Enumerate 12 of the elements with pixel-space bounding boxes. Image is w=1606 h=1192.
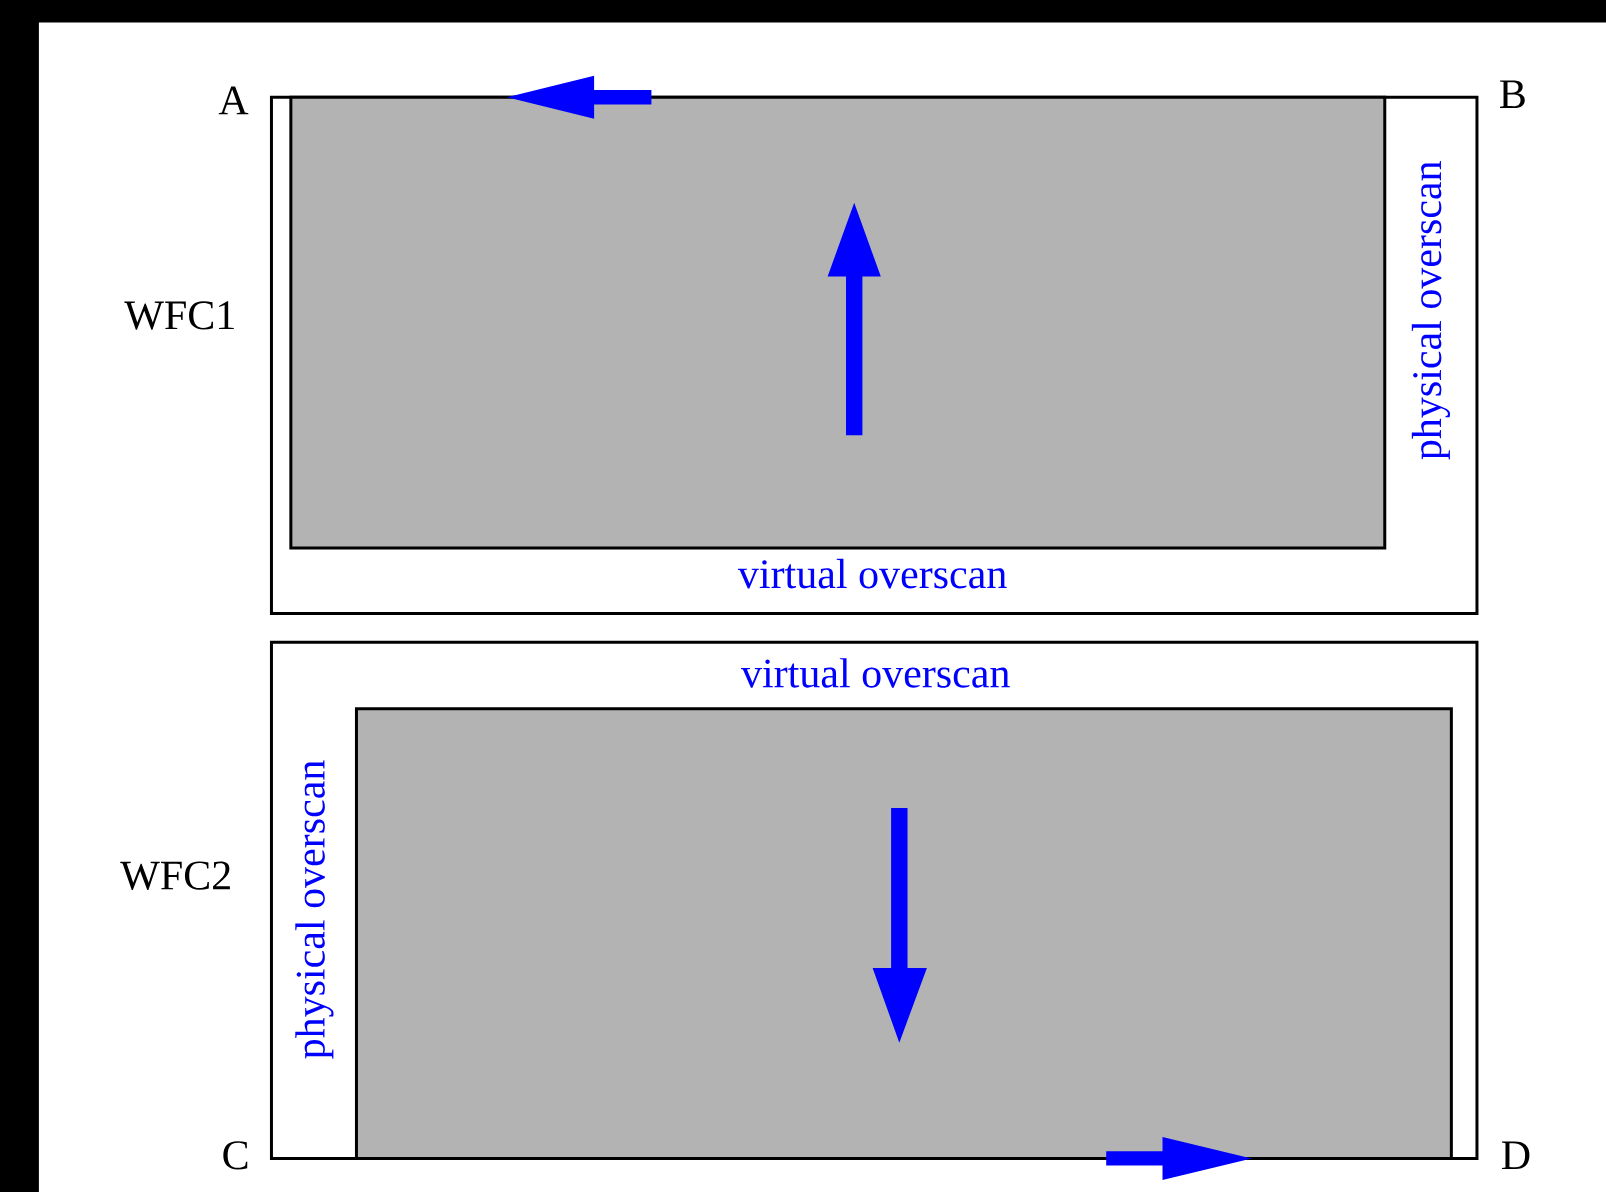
overscan-label: virtual overscan xyxy=(737,558,1007,589)
corner-label: C xyxy=(223,1141,248,1170)
chip-name: WFC1 xyxy=(124,301,234,330)
overscan-label: virtual overscan xyxy=(741,658,1010,688)
detector-area xyxy=(289,95,1387,550)
detector-area xyxy=(354,707,1453,1160)
overscan-label: physical overscan xyxy=(295,760,334,1059)
corner-label: D xyxy=(1501,1141,1530,1170)
chip-name: WFC2 xyxy=(120,861,230,890)
corner-label: B xyxy=(1500,80,1525,108)
corner-label: A xyxy=(218,86,249,115)
overscan-label: physical overscan xyxy=(1411,161,1450,460)
